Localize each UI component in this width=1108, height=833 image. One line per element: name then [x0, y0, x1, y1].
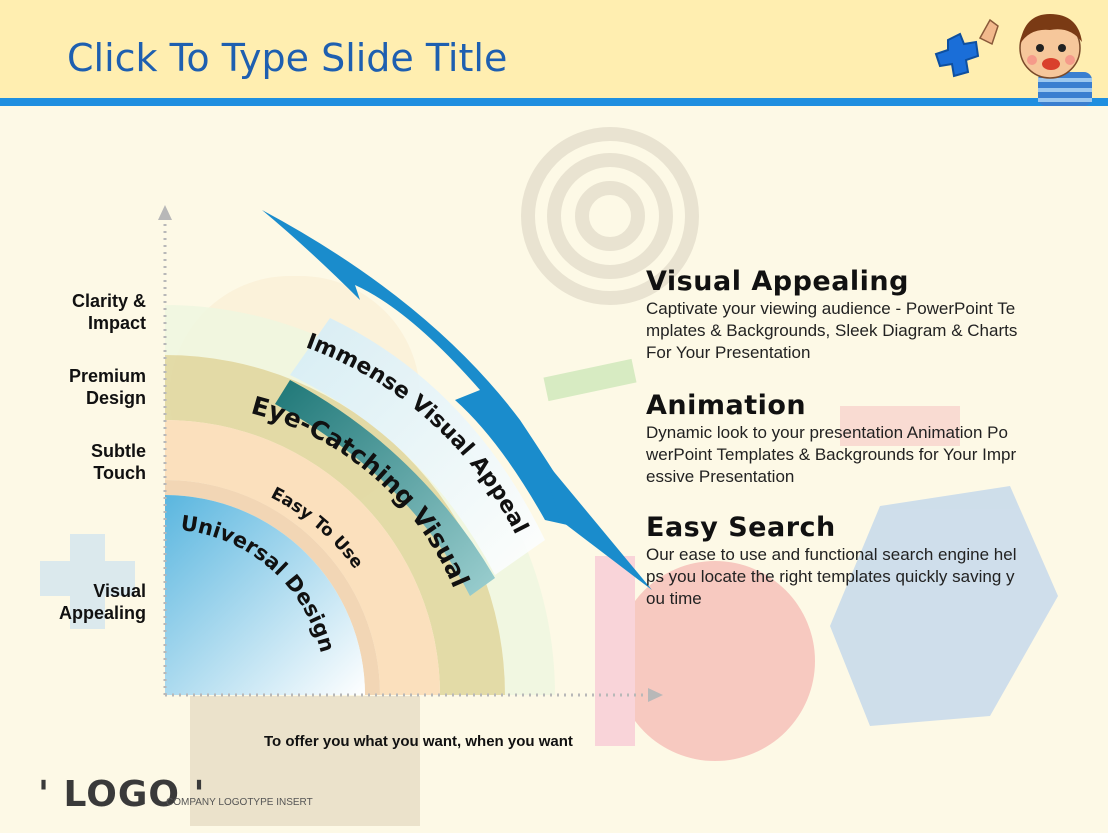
header-illustration	[934, 14, 1092, 106]
x-axis-arrowhead	[648, 688, 663, 702]
section-animation[interactable]: Animation Dynamic look to your presentat…	[646, 390, 1018, 488]
y-label-line: Clarity &	[71, 291, 146, 311]
ball-shape	[615, 561, 815, 761]
trend-arrow-shape	[262, 210, 590, 530]
section-text: Our ease to use and functional search en…	[646, 545, 1017, 608]
box-shape	[190, 696, 420, 826]
y-label-line: Appealing	[58, 603, 146, 623]
section-text: Dynamic look to your presentation Animat…	[646, 423, 1017, 486]
section-title: Animation	[646, 390, 807, 421]
y-label-clarity: Clarity & Impact	[0, 290, 146, 334]
section-visual-appealing[interactable]: Visual Appealing Captivate your viewing …	[646, 266, 1018, 364]
y-label-line: Premium	[68, 366, 146, 386]
hexagon-shape	[830, 486, 1058, 726]
eye-catching-band	[275, 380, 495, 596]
header-divider	[0, 98, 1108, 106]
y-axis-arrowhead	[158, 205, 172, 220]
y-label-subtle: Subtle Touch	[0, 440, 146, 484]
y-label-visual: Visual Appealing	[0, 580, 146, 624]
universal-design-arc	[165, 495, 365, 695]
y-label-line: Impact	[87, 313, 146, 333]
y-label-premium: Premium Design	[0, 365, 146, 409]
section-title: Easy Search	[646, 512, 836, 543]
slide-header	[0, 0, 1108, 98]
section-title: Visual Appealing	[646, 266, 909, 297]
company-logo-subtitle: COMPANY LOGOTYPE INSERT	[166, 797, 313, 808]
section-text: Captivate your viewing audience - PowerP…	[646, 299, 1018, 362]
rainbow-bands	[165, 305, 555, 695]
slide-title[interactable]: Click To Type Slide Title	[67, 36, 508, 80]
pink-block-shape	[595, 556, 635, 746]
section-easy-search[interactable]: Easy Search Our ease to use and function…	[646, 512, 1018, 610]
company-logo: ' LOGO '	[38, 774, 206, 815]
cartoon-boy-icon	[978, 14, 1092, 106]
plus-icon	[934, 32, 980, 78]
cylinder-shape	[543, 358, 637, 402]
y-label-line: Touch	[93, 463, 146, 483]
diagram-caption[interactable]: To offer you what you want, when you wan…	[264, 733, 573, 750]
immense-appeal-band	[290, 318, 545, 575]
y-label-line: Visual	[93, 581, 146, 601]
target-rings-icon	[521, 127, 699, 305]
y-label-line: Design	[85, 388, 146, 408]
y-label-line: Subtle	[90, 441, 146, 461]
